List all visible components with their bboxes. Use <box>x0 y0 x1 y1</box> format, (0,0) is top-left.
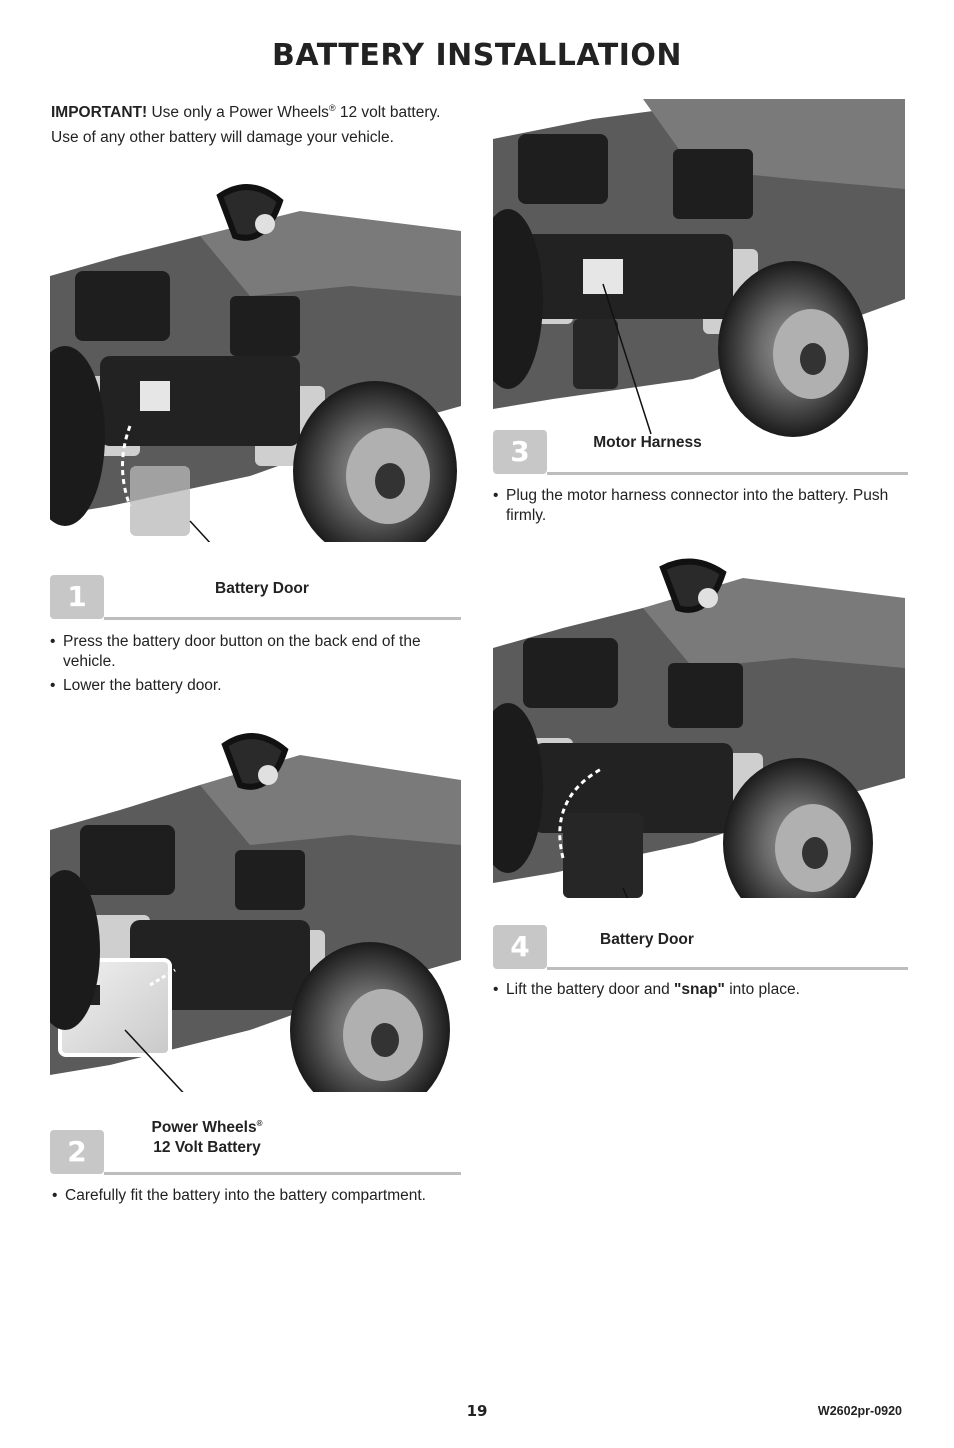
important-label: IMPORTANT! <box>51 104 148 122</box>
step-3-illustration <box>493 99 905 445</box>
step-4-callout: Battery Door <box>600 931 694 948</box>
step-3-instructions: Plug the motor harness connector into th… <box>493 486 893 530</box>
registered-mark: ® <box>256 1119 263 1128</box>
step-2-illustration <box>50 730 461 1092</box>
document-code: W2602pr-0920 <box>817 1404 902 1418</box>
important-text-before: Use only a Power Wheels <box>147 104 329 122</box>
step-1-instructions: Press the battery door button on the bac… <box>50 632 450 700</box>
step-1-callout: Battery Door <box>215 580 309 597</box>
step-1-rule <box>104 617 461 620</box>
step-1-illustration <box>50 176 461 542</box>
step-4-rule <box>547 967 908 970</box>
step-4-badge: 4 <box>493 925 547 969</box>
step-1-bullet: Lower the battery door. <box>50 676 450 696</box>
step-3-badge: 3 <box>493 430 547 474</box>
step-2-rule <box>104 1172 461 1175</box>
step-2-instructions: Carefully fit the battery into the batte… <box>52 1186 462 1210</box>
step-4-bullet-after: into place. <box>724 981 800 998</box>
step-1-bullet: Press the battery door button on the bac… <box>50 632 450 672</box>
step-2-bullet: Carefully fit the battery into the batte… <box>52 1186 462 1206</box>
step-3-bullet: Plug the motor harness connector into th… <box>493 486 893 526</box>
important-text-after: 12 volt battery. Use of any other batter… <box>51 104 441 147</box>
step-3-rule <box>547 472 908 475</box>
step-4-illustration <box>493 558 905 898</box>
step-4-bullet: Lift the battery door and "snap" into pl… <box>493 980 893 1000</box>
step-2-callout: Power Wheels® 12 Volt Battery <box>136 1114 278 1158</box>
step-4-instructions: Lift the battery door and "snap" into pl… <box>493 980 893 1004</box>
step-2-badge: 2 <box>50 1130 104 1174</box>
step-4-bullet-bold: "snap" <box>674 981 725 998</box>
important-note: IMPORTANT! Use only a Power Wheels® 12 v… <box>51 96 471 150</box>
step-1-badge: 1 <box>50 575 104 619</box>
step-4-bullet-before: Lift the battery door and <box>506 981 675 998</box>
page-title: BATTERY INSTALLATION <box>271 38 683 73</box>
step-2-callout-line2: 12 Volt Battery <box>153 1139 261 1157</box>
registered-mark: ® <box>328 103 336 113</box>
step-2-callout-line1: Power Wheels <box>151 1119 257 1137</box>
page-number: 19 <box>466 1402 488 1420</box>
step-3-callout: Motor Harness <box>593 434 702 451</box>
